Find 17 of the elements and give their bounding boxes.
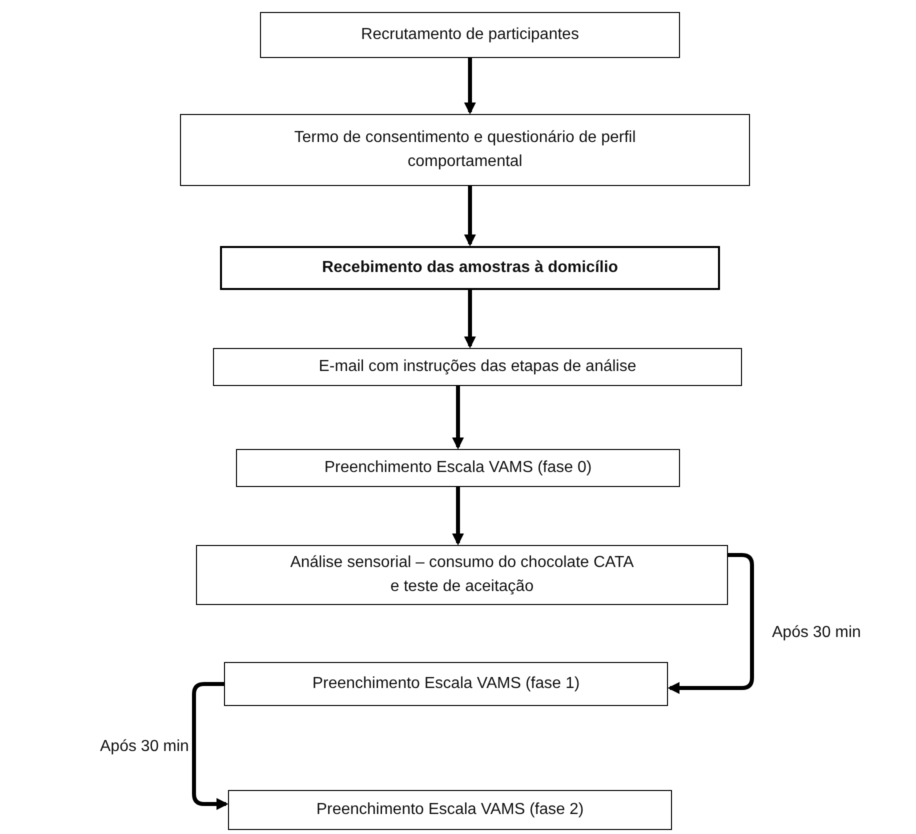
edge-label: Após 30 min	[772, 624, 861, 642]
edge-label: Após 30 min	[100, 738, 189, 756]
process-box: Preenchimento Escala VAMS (fase 1)	[224, 662, 668, 706]
arrow	[464, 58, 476, 114]
process-box: Recrutamento de participantes	[260, 12, 680, 58]
arrow	[668, 553, 754, 694]
process-box: Preenchimento Escala VAMS (fase 2)	[228, 790, 672, 830]
process-box: E-mail com instruções das etapas de análise	[213, 348, 742, 386]
arrow	[464, 186, 476, 246]
process-box: Recebimento das amostras à domicílio	[220, 246, 720, 290]
process-box: Preenchimento Escala VAMS (fase 0)	[236, 449, 680, 487]
process-box: Termo de consentimento e questionário de perfil comportamental	[180, 114, 750, 186]
arrow	[452, 487, 464, 546]
arrow	[192, 682, 228, 810]
process-box: Análise sensorial – consumo do chocolate CATA e teste de aceitação	[196, 545, 728, 605]
arrow	[464, 290, 476, 348]
arrow	[452, 386, 464, 450]
